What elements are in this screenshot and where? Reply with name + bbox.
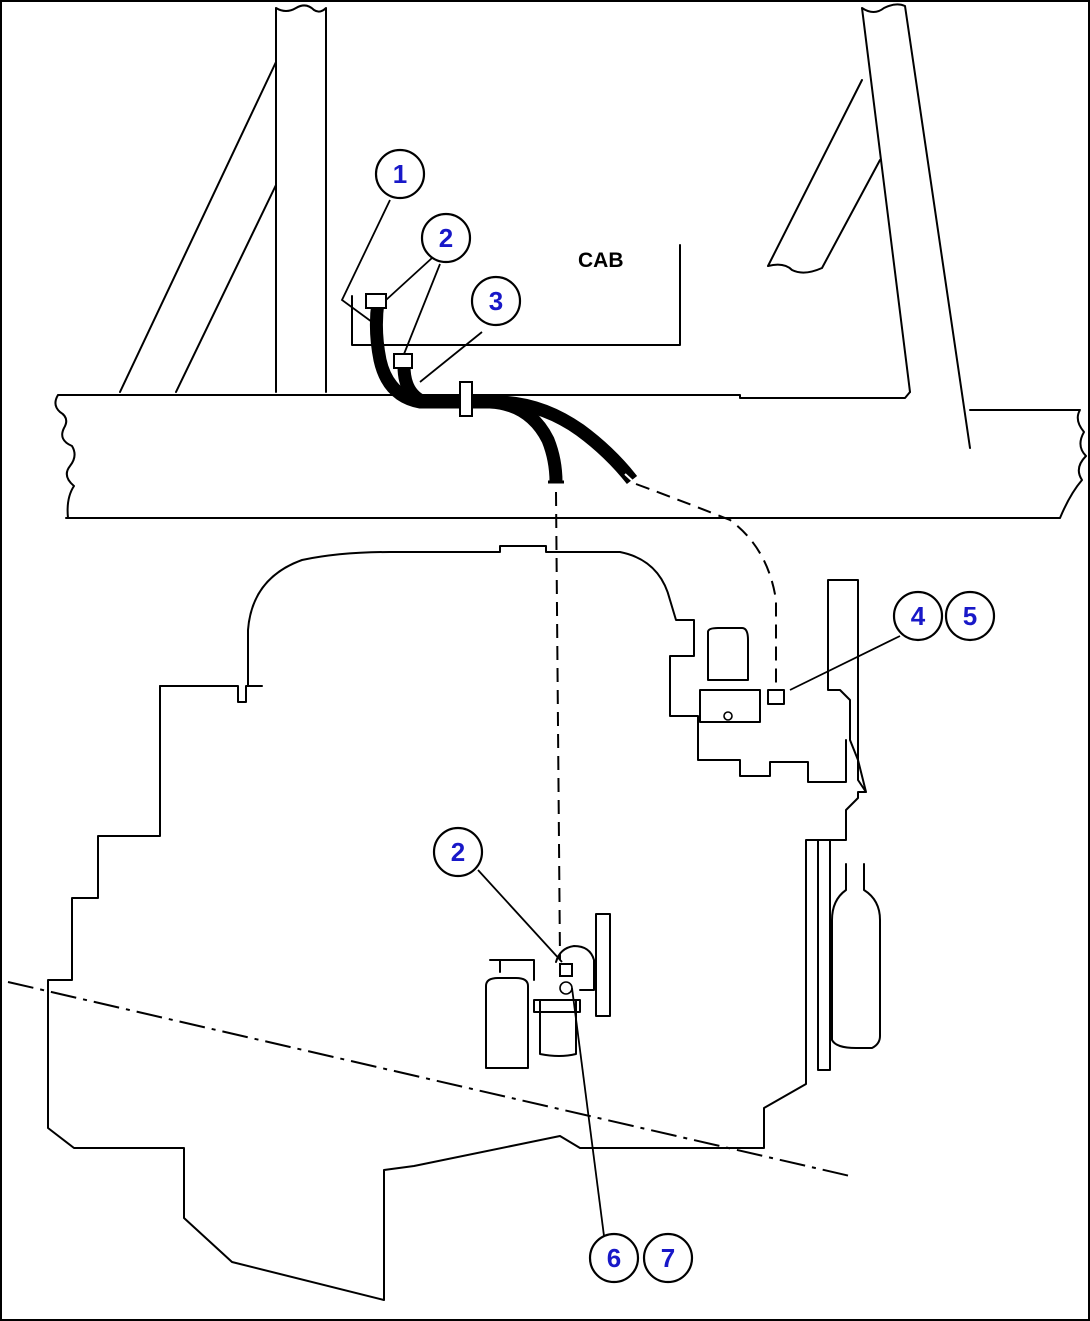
callout-3: 3 (470, 275, 522, 327)
hose-bundle (365, 293, 639, 487)
routing-lines (7, 483, 851, 1177)
callout-4: 4 (892, 590, 944, 642)
callout-1-label: 1 (393, 159, 407, 189)
callout-4-label: 4 (911, 601, 926, 631)
engine-outline (47, 545, 881, 1301)
callout-5-label: 5 (963, 601, 977, 631)
callout-2-top: 2 (420, 212, 472, 264)
callout-2-top-label: 2 (439, 223, 453, 253)
callout-5: 5 (944, 590, 996, 642)
callout-2-bottom: 2 (432, 826, 484, 878)
callout-2-bottom-label: 2 (451, 837, 465, 867)
engine-fitting (559, 963, 573, 977)
callout-3-label: 3 (489, 286, 503, 316)
bulkhead-fitting-1 (365, 293, 387, 309)
bulkhead-fitting-2 (393, 353, 413, 369)
hose-clamp (459, 381, 473, 417)
callout-6: 6 (588, 1232, 640, 1284)
cab-structure (54, 3, 1087, 519)
callout-6-label: 6 (607, 1243, 621, 1273)
callout-7: 7 (642, 1232, 694, 1284)
leader-lines (340, 199, 901, 1237)
cab-label: CAB (578, 249, 624, 272)
callout-1: 1 (374, 148, 426, 200)
callout-7-label: 7 (661, 1243, 675, 1273)
